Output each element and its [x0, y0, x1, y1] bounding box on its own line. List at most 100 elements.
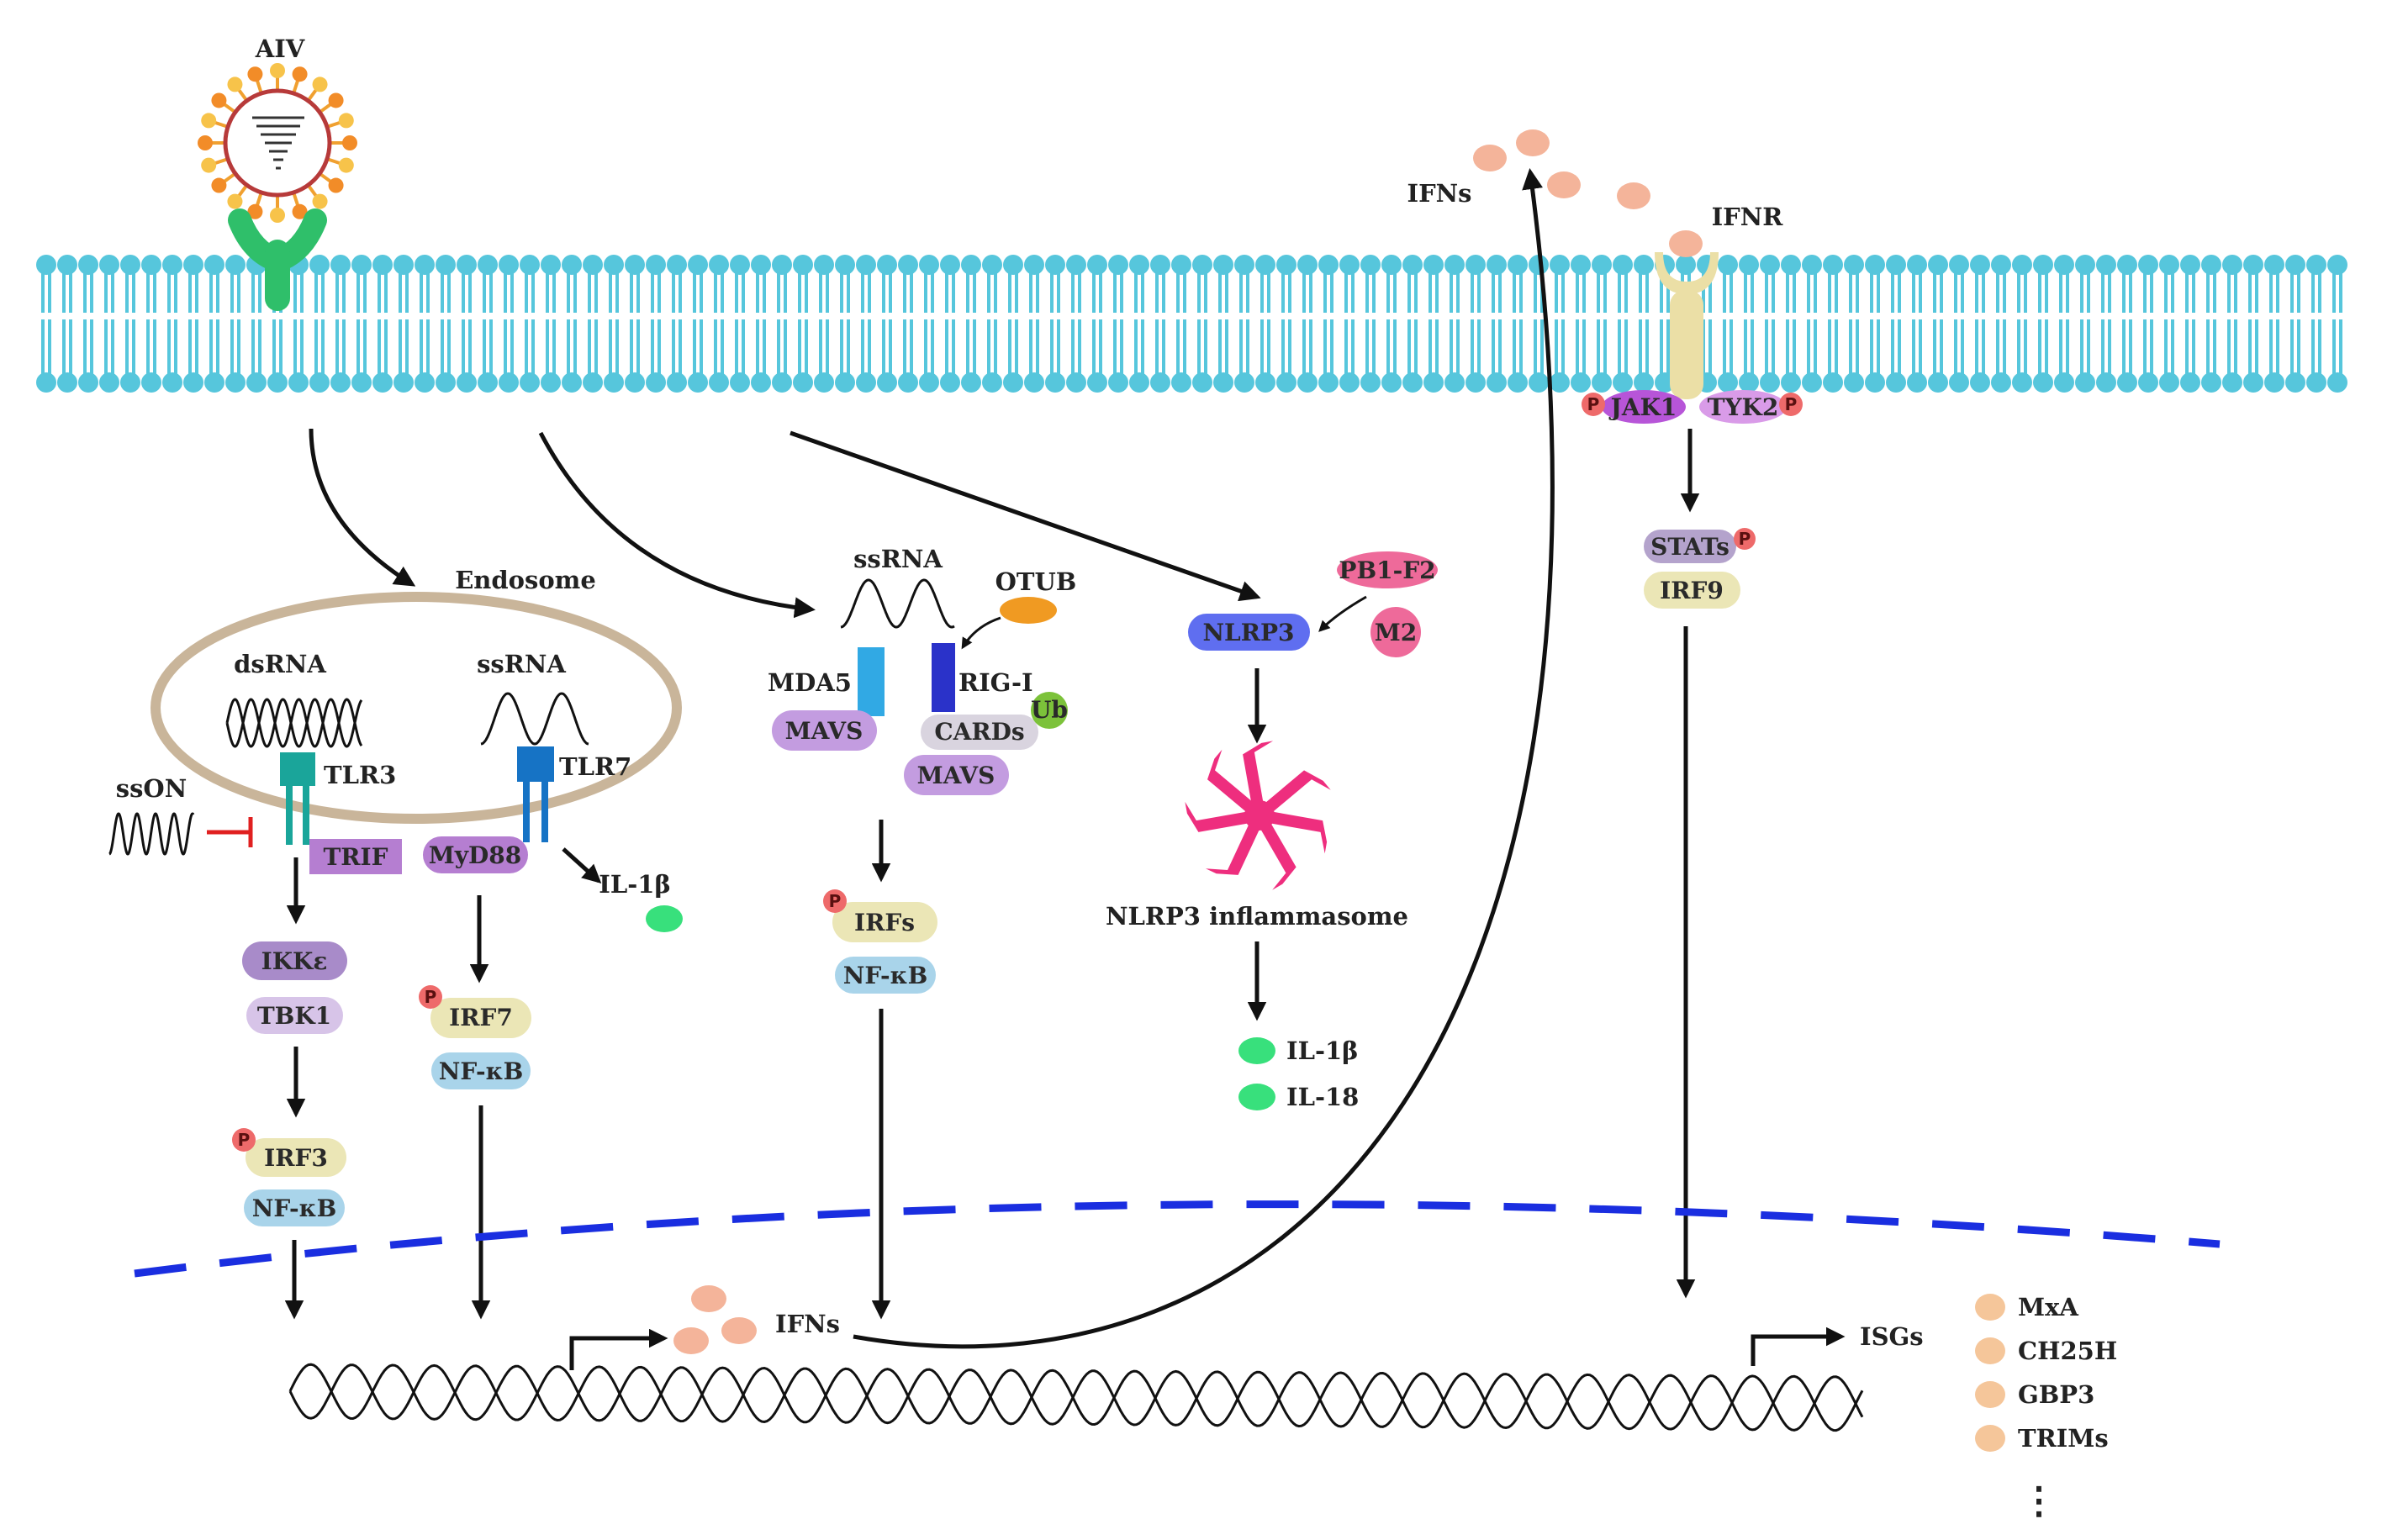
arrow-ifn-secretion: [853, 168, 1555, 1349]
isg-ellipsis: ⋮: [2020, 1479, 2057, 1522]
isg-item: GBP3: [1975, 1380, 2094, 1409]
svg-text:P: P: [1739, 529, 1751, 549]
svg-text:MyD88: MyD88: [429, 841, 522, 869]
phospho-stats: P: [1734, 528, 1756, 550]
arrow-pb1f2-nlrp3: [1318, 595, 1367, 632]
il1b-right-label: IL-1β: [1286, 1036, 1358, 1065]
svg-text:STATs: STATs: [1650, 533, 1730, 561]
svg-text:MAVS: MAVS: [917, 762, 995, 789]
ssrna-endosome-label: ssRNA: [477, 650, 566, 678]
il1b-left-label: IL-1β: [599, 870, 670, 899]
isg-item: CH25H: [1975, 1337, 2117, 1365]
arrow-membrane-nlrp3: [790, 430, 1261, 602]
dna-strand-1: [288, 1363, 1864, 1432]
nlrp3-node: NLRP3: [1188, 614, 1310, 651]
svg-text:IRF3: IRF3: [264, 1144, 328, 1172]
pb1f2-node: PB1-F2: [1337, 551, 1438, 588]
rigi-label: RIG-I: [958, 668, 1033, 697]
il1b-left-particle: [646, 905, 683, 932]
svg-text:TBK1: TBK1: [257, 1002, 331, 1030]
svg-text:CARDs: CARDs: [934, 718, 1024, 746]
isg-item: TRIMs: [1975, 1424, 2109, 1453]
phospho-irfs: P: [823, 889, 847, 913]
mda5-label: MDA5: [768, 668, 852, 697]
ifnr-label: IFNR: [1712, 203, 1784, 231]
arrow-membrane-endosome: [309, 428, 416, 587]
svg-text:NF-κB: NF-κB: [439, 1057, 524, 1085]
cards-node: CARDs: [921, 715, 1038, 750]
svg-text:GBP3: GBP3: [2018, 1380, 2094, 1409]
ssrna-endosome-strand: [480, 692, 589, 746]
phospho-irf7: P: [419, 985, 442, 1009]
mda5-receptor: [858, 647, 885, 716]
isg-item: MxA: [1975, 1293, 2078, 1321]
tlr7-label: TLR7: [559, 752, 631, 781]
irf9-node: IRF9: [1644, 572, 1740, 609]
svg-text:NLRP3: NLRP3: [1202, 619, 1294, 646]
svg-text:TRIF: TRIF: [323, 843, 388, 871]
aiv-label: AIV: [255, 34, 305, 63]
nfkb-node-3: NF-κB: [835, 957, 936, 994]
dna-strand-2: [288, 1363, 1864, 1432]
myd88-node: MyD88: [423, 836, 528, 873]
nuclear-envelope: [134, 1200, 2221, 1278]
svg-text:P: P: [1785, 394, 1798, 414]
irf7-node: IRF7: [430, 998, 531, 1038]
ssrna-cytoplasm-strand: [840, 578, 955, 629]
inflammasome-label: NLRP3 inflammasome: [1106, 902, 1408, 931]
arrow-membrane-rigi: [538, 431, 816, 619]
sson-strand: [108, 812, 195, 856]
phospho-irf3: P: [232, 1128, 256, 1152]
svg-text:IRF9: IRF9: [1660, 577, 1724, 604]
tlr7-receptor: [517, 746, 554, 842]
ifnr-receptor: [1655, 252, 1719, 399]
otub-node: [1000, 597, 1057, 624]
svg-text:PB1-F2: PB1-F2: [1339, 556, 1435, 584]
ifns-top-label: IFNs: [1407, 179, 1472, 208]
svg-text:NF-κB: NF-κB: [843, 962, 928, 989]
svg-text:IRF7: IRF7: [449, 1004, 513, 1031]
jak1-node: JAK1: [1602, 390, 1686, 424]
sson-label: ssON: [116, 774, 187, 803]
ifn-particles-extracellular: [1473, 129, 1703, 257]
irf3-node: IRF3: [246, 1138, 346, 1177]
svg-text:NF-κB: NF-κB: [252, 1195, 337, 1222]
mavs-node-2: MAVS: [904, 755, 1009, 795]
il1b-right-particle: [1238, 1037, 1275, 1064]
nfkb-node-1: NF-κB: [244, 1189, 345, 1226]
nlrp3-inflammasome-shape: [1185, 741, 1331, 890]
il18-particle: [1238, 1084, 1275, 1110]
phospho-jak1: P: [1582, 393, 1605, 416]
ub-node: Ub: [1031, 692, 1068, 729]
svg-text:P: P: [238, 1130, 251, 1150]
promoter-isgs: [1751, 1326, 1846, 1366]
tbk1-node: TBK1: [246, 997, 343, 1034]
tlr3-receptor: [280, 752, 315, 845]
stats-node: STATs: [1644, 530, 1736, 563]
rigi-receptor: [932, 643, 955, 712]
endosome: [151, 592, 682, 824]
ikke-node: IKKε: [242, 941, 347, 980]
svg-text:IKKε: IKKε: [261, 947, 328, 975]
promoter-ifns: [569, 1328, 668, 1370]
svg-text:P: P: [1587, 394, 1600, 414]
svg-text:MxA: MxA: [2018, 1293, 2078, 1321]
nfkb-node-2: NF-κB: [431, 1052, 531, 1089]
irfs-node: IRFs: [832, 902, 937, 942]
svg-text:TYK2: TYK2: [1708, 393, 1779, 421]
dsrna-strand-2: [225, 698, 363, 748]
inhibition-arrow: [207, 817, 253, 847]
svg-text:MAVS: MAVS: [785, 717, 863, 745]
svg-text:IRFs: IRFs: [854, 909, 915, 936]
ifns-nucleus-label: IFNs: [775, 1310, 840, 1338]
svg-text:CH25H: CH25H: [2018, 1337, 2117, 1365]
svg-text:Ub: Ub: [1031, 696, 1068, 724]
tlr3-label: TLR3: [324, 761, 396, 789]
aiv-virus: [198, 63, 357, 223]
virus-receptor: [228, 208, 327, 311]
arrow-myd88-il1b: [562, 847, 602, 884]
isgs-label: ISGs: [1860, 1322, 1924, 1351]
phospho-tyk2: P: [1779, 393, 1803, 416]
